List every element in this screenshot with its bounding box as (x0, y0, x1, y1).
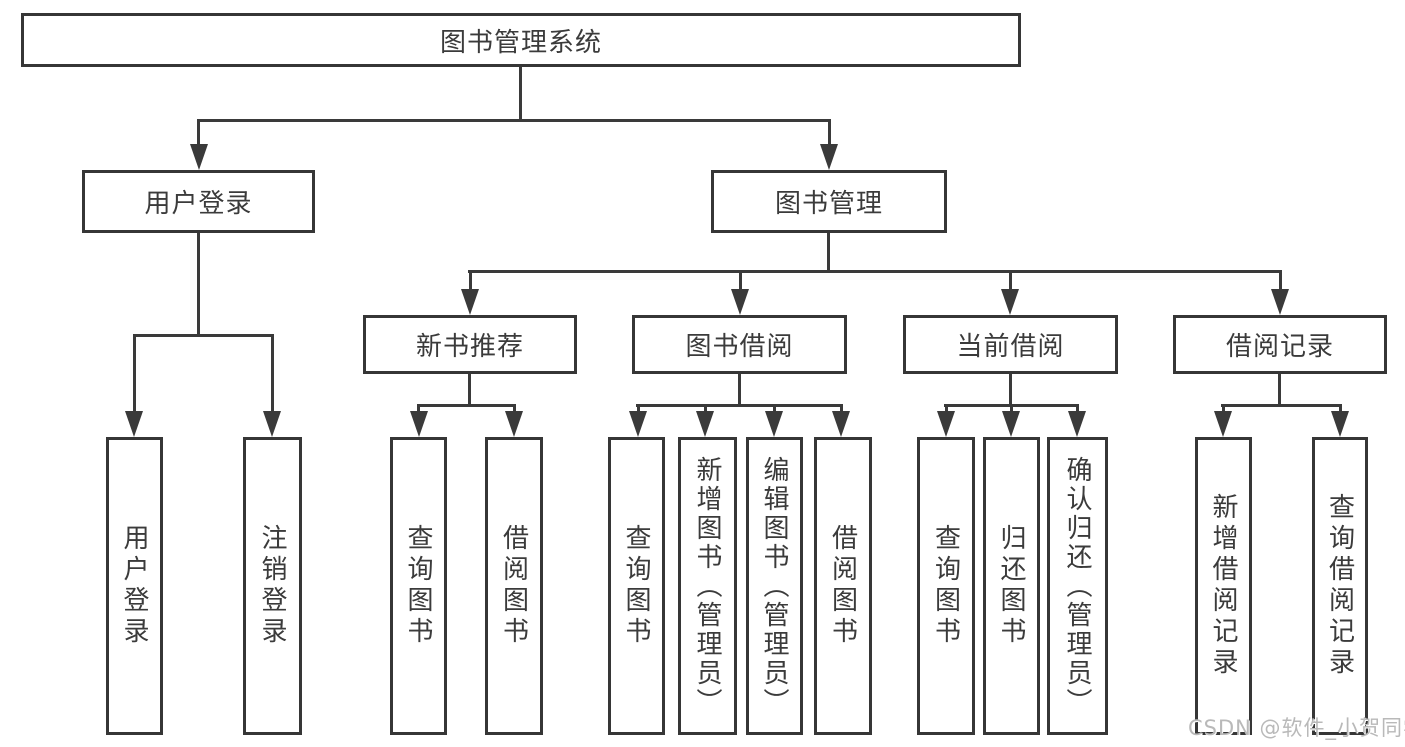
node-leaf-user-login: 用户登录 (106, 437, 163, 735)
arrow-down-icon (461, 289, 479, 315)
connector-bookmgmt-stem (827, 233, 830, 273)
connector-newrec-stem (468, 374, 471, 407)
arrow-down-icon (1331, 411, 1349, 437)
connector-userlogin-stem (197, 233, 200, 337)
connector-current-drop-3 (1076, 404, 1079, 415)
node-leaf-bb-edit-book: 编辑图书（管理员） (746, 437, 803, 735)
connector-borrow-drop-4 (840, 404, 843, 415)
node-leaf-bb-edit-book-label: 编辑图书（管理员） (759, 455, 789, 717)
connector-current-drop-1 (945, 404, 948, 415)
node-new-book-rec: 新书推荐 (363, 315, 577, 374)
arrow-down-icon (937, 411, 955, 437)
connector-current-drop-2 (1010, 404, 1013, 415)
watermark: CSDN @软件_小贺同学 (1188, 716, 1405, 740)
node-leaf-cb-return-book: 归还图书 (983, 437, 1040, 735)
connector-userlogin-drop-2 (271, 334, 274, 415)
arrow-down-icon (1214, 411, 1232, 437)
arrow-down-icon (263, 411, 281, 437)
arrow-down-icon (505, 411, 523, 437)
arrow-down-icon (190, 144, 208, 170)
connector-borrow-drop-1 (637, 404, 640, 415)
arrow-down-icon (1068, 411, 1086, 437)
node-leaf-br-query-record: 查询借阅记录 (1312, 437, 1368, 735)
arrow-down-icon (832, 411, 850, 437)
arrow-down-icon (765, 411, 783, 437)
node-user-login-label: 用户登录 (144, 189, 253, 219)
connector-bookmgmt-hline (468, 270, 1281, 273)
node-leaf-br-add-record-label: 新增借阅记录 (1208, 493, 1238, 679)
node-leaf-cb-confirm-return: 确认归还（管理员） (1047, 437, 1108, 735)
connector-records-stem (1278, 374, 1281, 407)
arrow-down-icon (820, 144, 838, 170)
node-current-borrow-label: 当前借阅 (956, 332, 1065, 362)
node-borrow-records-label: 借阅记录 (1225, 332, 1334, 362)
node-leaf-cb-query-book: 查询图书 (917, 437, 975, 735)
arrow-down-icon (731, 289, 749, 315)
node-root: 图书管理系统 (21, 13, 1021, 67)
connector-root-drop-right (828, 119, 831, 147)
node-leaf-rec-borrow-book: 借阅图书 (485, 437, 543, 735)
node-book-borrow-label: 图书借阅 (685, 332, 794, 362)
connector-bookmgmt-drop-3 (1009, 270, 1012, 292)
node-leaf-rec-borrow-book-label: 借阅图书 (498, 524, 529, 648)
node-leaf-bb-borrow-book-label: 借阅图书 (827, 524, 858, 648)
connector-bookmgmt-drop-4 (1279, 270, 1282, 292)
node-current-borrow: 当前借阅 (903, 315, 1118, 374)
arrow-down-icon (410, 411, 428, 437)
arrow-down-icon (1002, 411, 1020, 437)
connector-borrow-hline (636, 404, 843, 407)
connector-current-stem (1009, 374, 1012, 407)
node-leaf-bb-borrow-book: 借阅图书 (814, 437, 872, 735)
connector-borrow-drop-3 (773, 404, 776, 415)
node-leaf-rec-query-book: 查询图书 (390, 437, 447, 735)
arrow-down-icon (1271, 289, 1289, 315)
connector-newrec-drop-1 (417, 404, 420, 415)
connector-root-hline (197, 119, 831, 122)
node-book-management: 图书管理 (711, 170, 947, 233)
connector-newrec-drop-2 (513, 404, 516, 415)
connector-userlogin-hline (133, 334, 274, 337)
node-leaf-cb-query-book-label: 查询图书 (930, 524, 961, 648)
connector-bookmgmt-drop-2 (739, 270, 742, 292)
node-new-book-rec-label: 新书推荐 (415, 332, 524, 362)
arrow-down-icon (629, 411, 647, 437)
connector-records-hline (1221, 404, 1342, 407)
arrow-down-icon (1001, 289, 1019, 315)
node-leaf-cb-confirm-return-label: 确认归还（管理员） (1062, 455, 1092, 717)
node-leaf-user-login-label: 用户登录 (119, 524, 149, 648)
connector-borrow-stem (738, 374, 741, 407)
connector-root-drop-left (197, 119, 200, 147)
connector-borrow-drop-2 (704, 404, 707, 415)
node-leaf-br-query-record-label: 查询借阅记录 (1324, 493, 1355, 679)
connector-newrec-hline (417, 404, 516, 407)
node-leaf-logout-label: 注销登录 (257, 524, 287, 648)
node-leaf-bb-query-book-label: 查询图书 (621, 524, 651, 648)
node-leaf-br-add-record: 新增借阅记录 (1195, 437, 1252, 735)
connector-bookmgmt-drop-1 (469, 270, 472, 292)
node-borrow-records: 借阅记录 (1173, 315, 1387, 374)
node-leaf-logout: 注销登录 (243, 437, 302, 735)
node-leaf-bb-query-book: 查询图书 (608, 437, 665, 735)
node-user-login: 用户登录 (82, 170, 315, 233)
node-leaf-bb-add-book-label: 新增图书（管理员） (692, 455, 722, 717)
node-root-label: 图书管理系统 (439, 27, 602, 58)
arrow-down-icon (696, 411, 714, 437)
connector-records-drop-2 (1339, 404, 1342, 415)
node-leaf-bb-add-book: 新增图书（管理员） (678, 437, 737, 735)
connector-root-stem (519, 67, 522, 119)
node-leaf-cb-return-book-label: 归还图书 (996, 524, 1026, 648)
connector-records-drop-1 (1222, 404, 1225, 415)
connector-userlogin-drop-1 (133, 334, 136, 415)
node-book-borrow: 图书借阅 (632, 315, 847, 374)
node-book-management-label: 图书管理 (774, 189, 883, 219)
arrow-down-icon (125, 411, 143, 437)
node-leaf-rec-query-book-label: 查询图书 (403, 524, 433, 648)
